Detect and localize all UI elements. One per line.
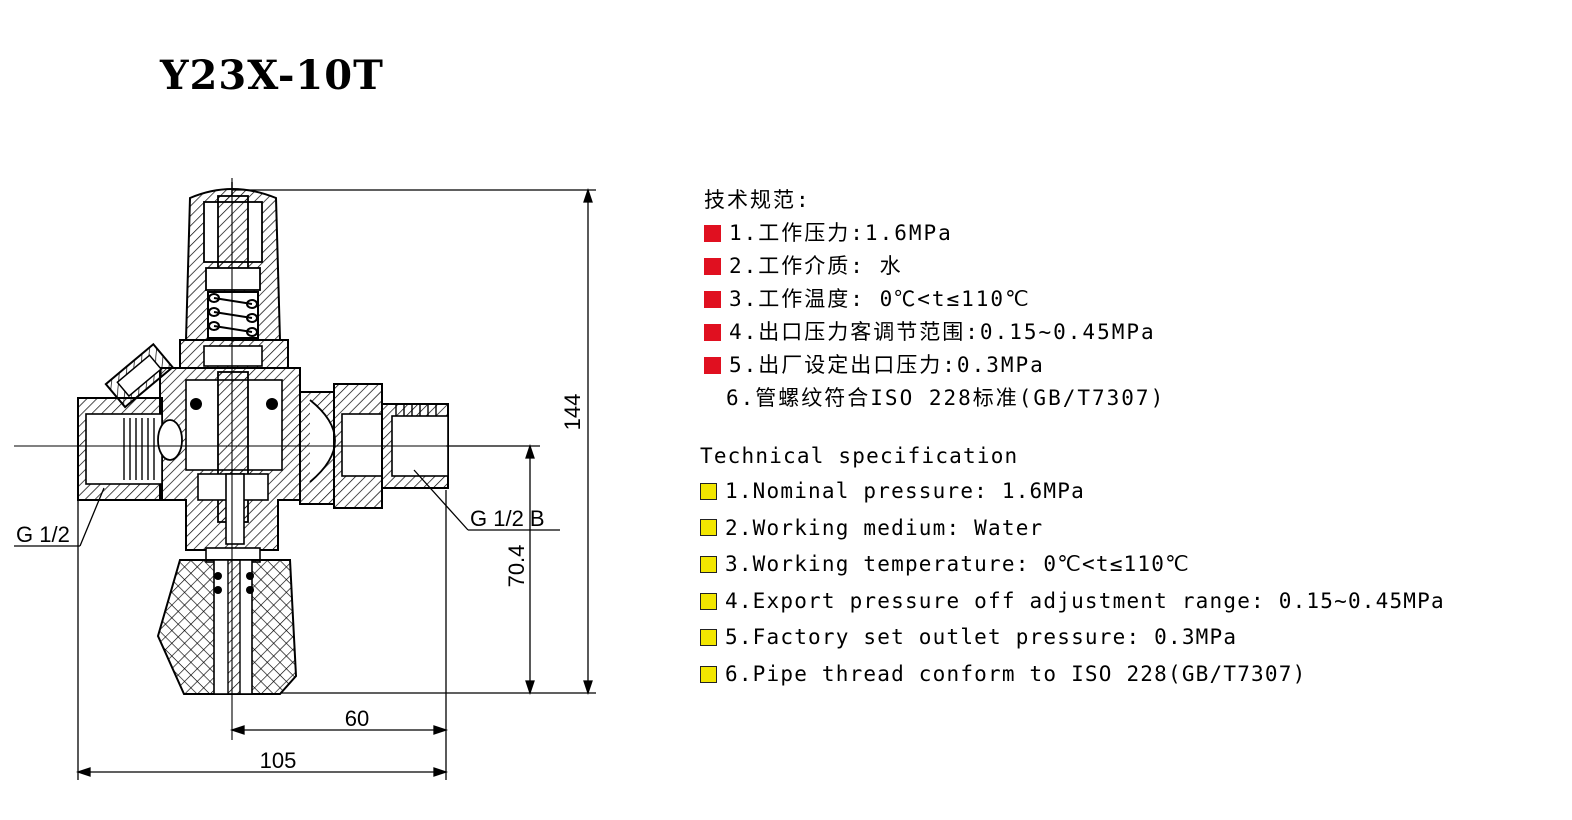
spec-en-item: 6.Pipe thread conform to ISO 228(GB/T730… <box>700 656 1445 693</box>
spec-en-item: 4.Export pressure off adjustment range: … <box>700 583 1445 620</box>
red-square-icon <box>704 225 721 242</box>
spec-cn-text: 4.出口压力客调节范围:0.15~0.45MPa <box>729 320 1156 344</box>
gauge-port <box>104 342 175 409</box>
valve-body <box>159 367 301 551</box>
spec-cn-text: 1.工作压力:1.6MPa <box>729 221 953 245</box>
spec-cn-heading: 技术规范: <box>704 188 811 212</box>
yellow-square-icon <box>700 482 717 500</box>
red-square-icon <box>704 291 721 308</box>
yellow-square-icon <box>700 555 717 573</box>
spec-en-item: 1.Nominal pressure: 1.6MPa <box>700 473 1445 510</box>
red-square-icon <box>704 258 721 275</box>
spec-cn-text: 2.工作介质: 水 <box>729 254 903 278</box>
spec-en-text: 1.Nominal pressure: 1.6MPa <box>725 479 1085 503</box>
outlet-thread-label: G 1/2 B <box>470 506 545 531</box>
center-lines <box>14 178 470 740</box>
spec-cn-text: 5.出厂设定出口压力:0.3MPa <box>729 353 1045 377</box>
total-width-dimension-label: 105 <box>260 748 297 773</box>
spec-en-text: 2.Working medium: Water <box>725 515 1044 540</box>
spec-en-text: 3.Working temperature: 0℃<t≤110℃ <box>725 552 1190 577</box>
spec-en-item: 2.Working medium: Water <box>700 510 1445 547</box>
spec-cn-text: 6.管螺纹符合ISO 228标准(GB/T7307) <box>726 386 1166 410</box>
red-square-icon <box>704 324 721 341</box>
dimension-lines <box>14 187 596 780</box>
yellow-square-icon <box>700 592 717 610</box>
outlet-height-dimension-label: 70.4 <box>504 545 529 588</box>
spec-en-heading: Technical specification <box>700 444 1019 468</box>
spec-en-text: 4.Export pressure off adjustment range: … <box>725 588 1445 613</box>
product-model-title: Y23X-10T <box>160 52 384 99</box>
height-dimension-label: 144 <box>560 394 585 431</box>
inlet-thread-label: G 1/2 <box>16 522 70 547</box>
spec-en-item: 3.Working temperature: 0℃<t≤110℃ <box>700 546 1445 583</box>
spec-cn-item: 5.出厂设定出口压力:0.3MPa <box>704 349 1165 382</box>
yellow-square-icon <box>700 665 717 683</box>
spec-cn-item: 3.工作温度: 0℃<t≤110℃ <box>704 283 1165 316</box>
spec-en-item: 5.Factory set outlet pressure: 0.3MPa <box>700 619 1445 656</box>
half-width-dimension-label: 60 <box>345 706 369 731</box>
spec-cn-text: 3.工作温度: 0℃<t≤110℃ <box>729 287 1031 311</box>
spec-en-text: 6.Pipe thread conform to ISO 228(GB/T730… <box>725 661 1307 686</box>
spec-en-text: 5.Factory set outlet pressure: 0.3MPa <box>725 625 1238 650</box>
spec-cn-item: 2.工作介质: 水 <box>704 250 1165 283</box>
red-square-icon <box>704 357 721 374</box>
yellow-square-icon <box>700 629 717 647</box>
adjustment-knob <box>156 547 298 695</box>
spec-cn-item: 4.出口压力客调节范围:0.15~0.45MPa <box>704 316 1165 349</box>
spec-cn-block: 技术规范: 1.工作压力:1.6MPa 2.工作介质: 水 3.工作温度: 0℃… <box>704 184 1165 415</box>
yellow-square-icon <box>700 519 717 537</box>
spec-cn-item: 1.工作压力:1.6MPa <box>704 217 1165 250</box>
spec-en-block: Technical specification 1.Nominal pressu… <box>700 440 1445 693</box>
diaphragm-seat <box>203 345 263 367</box>
spring <box>207 291 259 339</box>
spec-cn-item: 6.管螺纹符合ISO 228标准(GB/T7307) <box>704 382 1165 415</box>
